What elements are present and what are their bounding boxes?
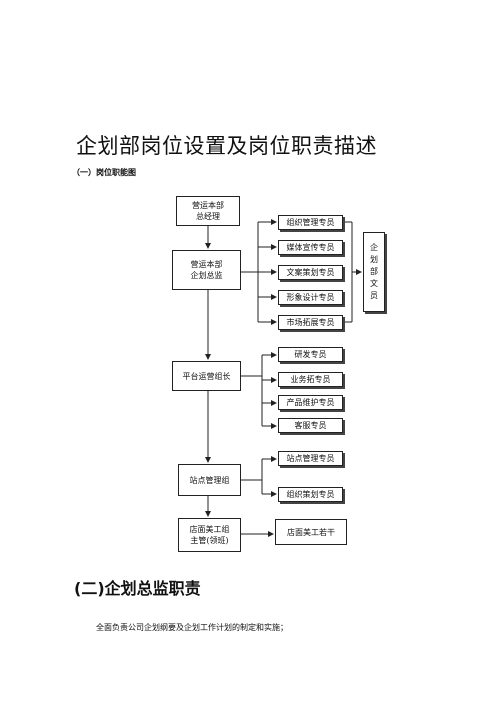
role-box: 媒体宣传专员 [278, 240, 343, 255]
art-staff-box: 店面美工若干 [275, 519, 347, 545]
role-box: 组织管理专员 [278, 215, 343, 230]
site-group-box: 站点管理组 [178, 464, 241, 496]
clerk-char: 部 [370, 267, 378, 276]
clerk-char: 员 [370, 291, 378, 300]
role-box: 形象设计专员 [278, 290, 343, 305]
role-box: 文案策划专员 [278, 265, 343, 280]
role-box: 市场拓展专员 [278, 315, 343, 330]
art-lead-box: 店面美工组 主管(领班) [178, 518, 241, 552]
section-1-heading: （一）岗位职能图 [72, 168, 136, 177]
role-box: 业务拓专员 [278, 372, 343, 387]
section-2-heading: (二)企划总监职责 [74, 579, 201, 598]
clerk-char: 文 [370, 279, 378, 288]
ops-general-manager-box: 营运本部 总经理 [176, 196, 240, 226]
clerk-char: 企 [370, 243, 378, 252]
planning-clerk-box: 企 划 部 文 员 [363, 232, 385, 312]
role-box: 组织策划专员 [278, 487, 343, 502]
role-box: 客服专员 [278, 418, 343, 433]
page-title: 企划部岗位设置及岗位职责描述 [76, 134, 377, 158]
platform-lead-box: 平台运营组长 [172, 361, 241, 391]
role-box: 研发专员 [278, 347, 343, 362]
role-box: 站点管理专员 [278, 451, 343, 466]
role-box: 产品维护专员 [278, 395, 343, 410]
planning-director-box: 营运本部 企划总监 [172, 250, 241, 290]
body-paragraph: 全面负责公司企划纲要及企划工作计划的制定和实施； [96, 623, 288, 632]
clerk-char: 划 [370, 255, 378, 264]
